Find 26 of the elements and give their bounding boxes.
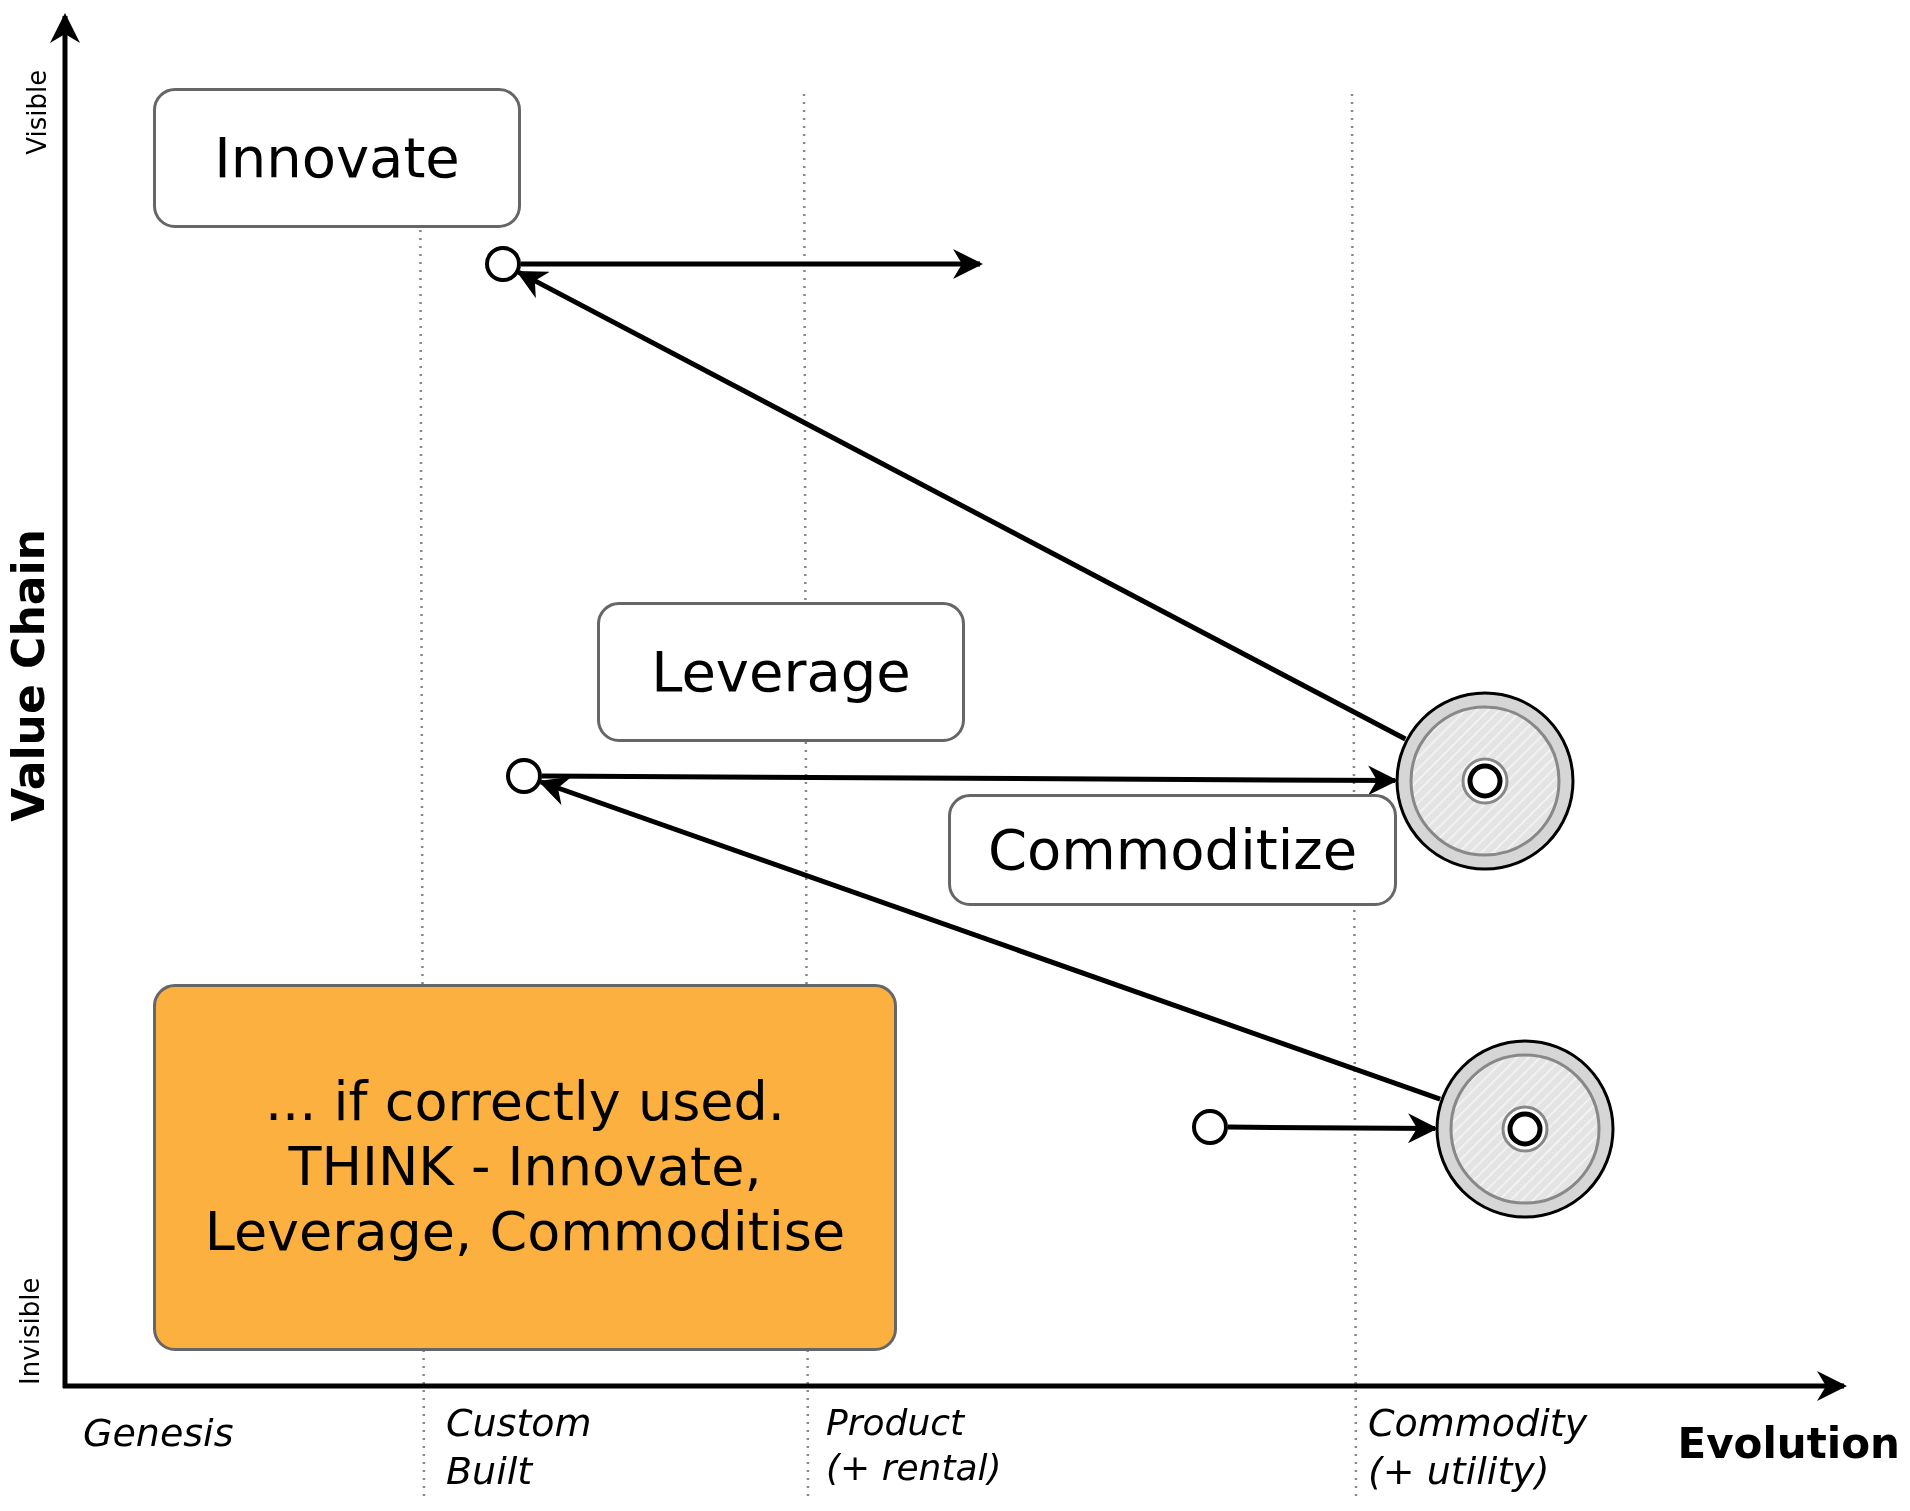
strategy-label-box xyxy=(153,88,521,228)
arrow xyxy=(542,765,1398,796)
axis-title: Value Chain xyxy=(1,528,55,822)
stage-label: Product (+ rental) xyxy=(826,1401,1003,1490)
arrow xyxy=(516,270,1407,742)
arrow xyxy=(1228,1113,1438,1144)
arrow xyxy=(521,249,983,279)
axis-title: Evolution xyxy=(1676,1418,1900,1470)
strategy-label-box xyxy=(597,602,965,742)
component-circle xyxy=(484,245,522,283)
box-text: ... if correctly used. THINK - Innovate, Leverage, Commoditise xyxy=(203,1070,847,1265)
axis-end-label: Visible xyxy=(20,69,53,155)
component-circle xyxy=(505,757,543,795)
axis-end-label: Invisible xyxy=(13,1277,46,1385)
stage-label: Custom Built xyxy=(446,1400,593,1495)
box-text: Commoditize xyxy=(987,816,1358,884)
stage-label: Genesis xyxy=(83,1410,235,1457)
stage-label: Commodity (+ utility) xyxy=(1368,1400,1589,1495)
arrow xyxy=(538,776,1441,1102)
note-box xyxy=(153,984,897,1351)
component-circle xyxy=(1191,1108,1229,1146)
box-text: Leverage xyxy=(651,638,911,706)
box-text: Innovate xyxy=(214,124,460,192)
inertia-component-symbol xyxy=(1394,690,1576,872)
inertia-component-symbol xyxy=(1434,1038,1616,1220)
strategy-label-box xyxy=(948,794,1397,906)
